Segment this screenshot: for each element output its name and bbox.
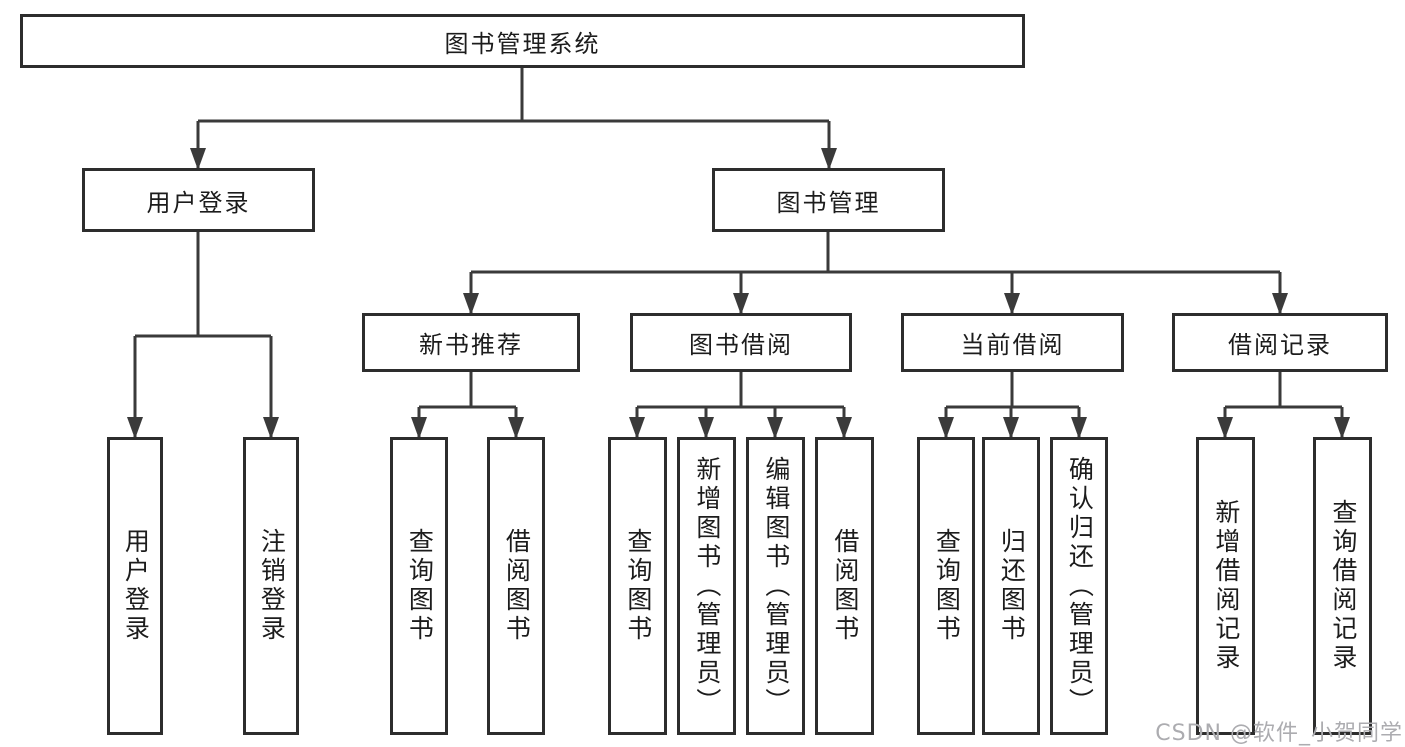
node-current-borrow: 当前借阅 bbox=[901, 313, 1124, 372]
leaf-current-confirm-label: 确认归还（管理员） bbox=[1065, 455, 1095, 717]
leaf-borrow-query: 查询图书 bbox=[608, 437, 667, 735]
leaf-newbook-query-label: 查询图书 bbox=[405, 528, 435, 644]
leaf-newbook-borrow-label: 借阅图书 bbox=[502, 528, 532, 644]
leaf-borrow-add-label: 新增图书（管理员） bbox=[692, 455, 722, 717]
node-current-borrow-label: 当前借阅 bbox=[960, 331, 1065, 359]
leaf-borrow-borrow: 借阅图书 bbox=[815, 437, 874, 735]
node-book-borrow-label: 图书借阅 bbox=[689, 331, 793, 359]
leaf-borrow-edit: 编辑图书（管理员） bbox=[746, 437, 805, 735]
leaf-borrow-add: 新增图书（管理员） bbox=[677, 437, 736, 735]
leaf-current-return: 归还图书 bbox=[982, 437, 1040, 735]
leaf-records-query: 查询借阅记录 bbox=[1313, 437, 1372, 735]
node-new-book-label: 新书推荐 bbox=[419, 331, 523, 359]
node-root: 图书管理系统 bbox=[20, 14, 1025, 68]
leaf-user-login-label: 用户登录 bbox=[121, 528, 151, 644]
node-borrow-records-label: 借阅记录 bbox=[1228, 331, 1332, 359]
leaf-newbook-query: 查询图书 bbox=[390, 437, 448, 735]
leaf-user-login: 用户登录 bbox=[107, 437, 163, 735]
node-new-book: 新书推荐 bbox=[362, 313, 580, 372]
node-book-mgmt: 图书管理 bbox=[712, 168, 945, 232]
leaf-current-query-label: 查询图书 bbox=[932, 528, 962, 644]
leaf-borrow-borrow-label: 借阅图书 bbox=[830, 528, 860, 644]
leaf-newbook-borrow: 借阅图书 bbox=[487, 437, 545, 735]
leaf-borrow-query-label: 查询图书 bbox=[623, 528, 653, 644]
leaf-records-add: 新增借阅记录 bbox=[1196, 437, 1255, 735]
node-user-login-label: 用户登录 bbox=[146, 188, 251, 217]
leaf-logout: 注销登录 bbox=[243, 437, 299, 735]
node-root-label: 图书管理系统 bbox=[444, 29, 601, 58]
leaf-current-confirm: 确认归还（管理员） bbox=[1050, 437, 1108, 735]
leaf-records-add-label: 新增借阅记录 bbox=[1211, 499, 1241, 673]
leaf-borrow-edit-label: 编辑图书（管理员） bbox=[761, 455, 791, 717]
node-book-mgmt-label: 图书管理 bbox=[776, 188, 881, 217]
csdn-watermark: CSDN @软件_小贺同学 bbox=[1155, 721, 1403, 746]
node-user-login: 用户登录 bbox=[82, 168, 315, 232]
leaf-current-query: 查询图书 bbox=[917, 437, 975, 735]
leaf-records-query-label: 查询借阅记录 bbox=[1328, 499, 1358, 673]
node-borrow-records: 借阅记录 bbox=[1172, 313, 1388, 372]
leaf-logout-label: 注销登录 bbox=[257, 528, 287, 644]
node-book-borrow: 图书借阅 bbox=[630, 313, 852, 372]
leaf-current-return-label: 归还图书 bbox=[997, 528, 1027, 644]
